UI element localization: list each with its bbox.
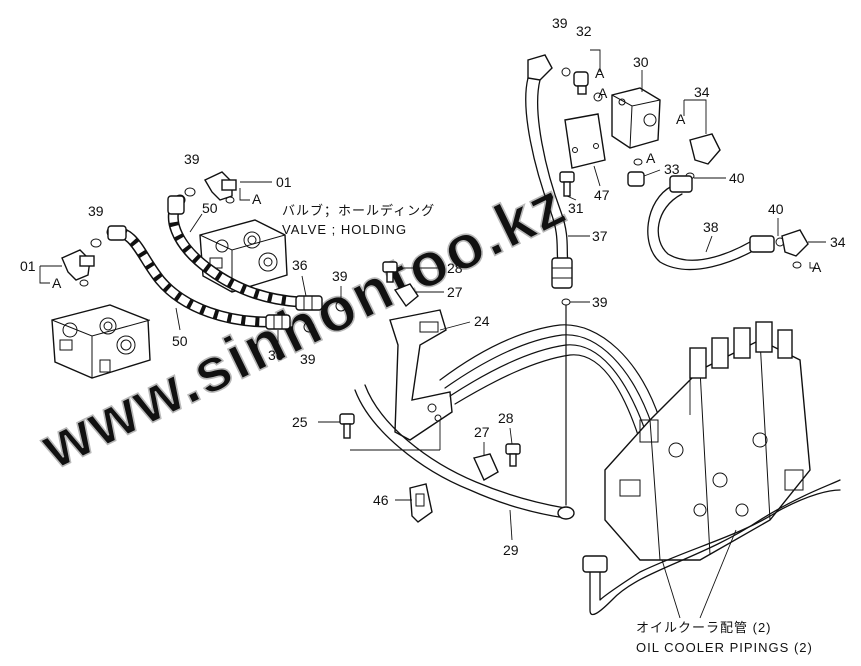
- connection-mark-a: A: [676, 111, 686, 127]
- callout-39-f: 39: [592, 294, 608, 310]
- callout-38: 38: [703, 219, 719, 235]
- valve-caption-ja: バルブ；ホールディング: [282, 203, 435, 219]
- callout-47: 47: [594, 187, 610, 203]
- callout-32: 32: [576, 23, 592, 39]
- callout-labels: 01 01 24 25 27 27 28 28 29 30 31 32 33 3…: [20, 15, 846, 558]
- cooler-pipes-bottom: [582, 479, 841, 616]
- callout-39-a: 39: [184, 151, 200, 167]
- callout-27-lower: 27: [474, 424, 490, 440]
- bracket-24: [389, 309, 453, 441]
- callout-01-left: 01: [20, 258, 36, 274]
- connection-mark-a: A: [812, 259, 822, 275]
- hose-50-upper: [167, 194, 323, 311]
- connection-marks: A A A A A A A: [52, 65, 822, 291]
- callout-25: 25: [292, 414, 308, 430]
- valve-holding-caption: バルブ；ホールディング VALVE ; HOLDING: [282, 203, 435, 237]
- clamp-27-upper: [393, 283, 419, 308]
- callout-39-b: 39: [88, 203, 104, 219]
- connection-mark-a: A: [646, 150, 656, 166]
- callout-40-a: 40: [729, 170, 745, 186]
- callout-37: 37: [592, 228, 608, 244]
- elbow-fitting-01-upper: [204, 171, 237, 201]
- callout-39-e: 39: [552, 15, 568, 31]
- hose-end-lower: [107, 225, 127, 241]
- holding-valve-left: [51, 304, 151, 379]
- callout-24: 24: [474, 313, 490, 329]
- elbow-fitting-01-left: [61, 249, 95, 281]
- callout-50-a: 50: [202, 200, 218, 216]
- holding-valve-upper: [199, 219, 288, 293]
- plug-32: [573, 71, 589, 95]
- cooler-caption-en: OIL COOLER PIPINGS (2): [636, 640, 813, 655]
- callout-36-b: 36: [268, 347, 284, 363]
- callout-01-top: 01: [276, 174, 292, 190]
- callout-30: 30: [633, 54, 649, 70]
- callout-46: 46: [373, 492, 389, 508]
- bolt-28-upper: [382, 261, 398, 283]
- callout-39-c: 39: [332, 268, 348, 284]
- callout-27-upper: 27: [447, 284, 463, 300]
- callout-40-b: 40: [768, 201, 784, 217]
- connection-mark-a: A: [252, 191, 262, 207]
- connection-mark-a: A: [52, 275, 62, 291]
- callout-33: 33: [664, 161, 680, 177]
- callout-28-upper: 28: [447, 260, 463, 276]
- pipes-center-bundle: [439, 324, 661, 436]
- clamp-46: [409, 483, 433, 523]
- bolt-28-lower: [505, 443, 521, 467]
- block-30: [611, 87, 661, 149]
- hose-50-lower: [106, 226, 291, 330]
- leader-lines: [39, 49, 826, 619]
- pipe-29: [354, 384, 575, 520]
- elbow-34-upper: [689, 133, 721, 165]
- cooler-caption-ja: オイルクーラ配管 (2): [636, 620, 772, 635]
- plate-47: [564, 113, 606, 169]
- hose-37: [525, 54, 573, 506]
- callout-36-a: 36: [292, 257, 308, 273]
- clamp-27-lower: [473, 453, 499, 481]
- callout-39-d: 39: [300, 351, 316, 367]
- hose-end-upper: [167, 195, 185, 215]
- bolt-31: [559, 171, 575, 197]
- callout-29: 29: [503, 542, 519, 558]
- oil-cooler-caption: オイルクーラ配管 (2) OIL COOLER PIPINGS (2): [636, 620, 813, 655]
- callout-34-upper: 34: [694, 84, 710, 100]
- control-valve: [604, 321, 811, 561]
- bolt-25: [339, 413, 355, 439]
- connection-mark-a: A: [598, 85, 608, 101]
- hose-38: [647, 175, 809, 271]
- connection-mark-a: A: [595, 65, 605, 81]
- plug-33: [627, 171, 645, 187]
- callout-28-lower: 28: [498, 410, 514, 426]
- callout-50-b: 50: [172, 333, 188, 349]
- callout-34-right: 34: [830, 234, 846, 250]
- callout-31: 31: [568, 200, 584, 216]
- valve-caption-en: VALVE ; HOLDING: [282, 222, 407, 237]
